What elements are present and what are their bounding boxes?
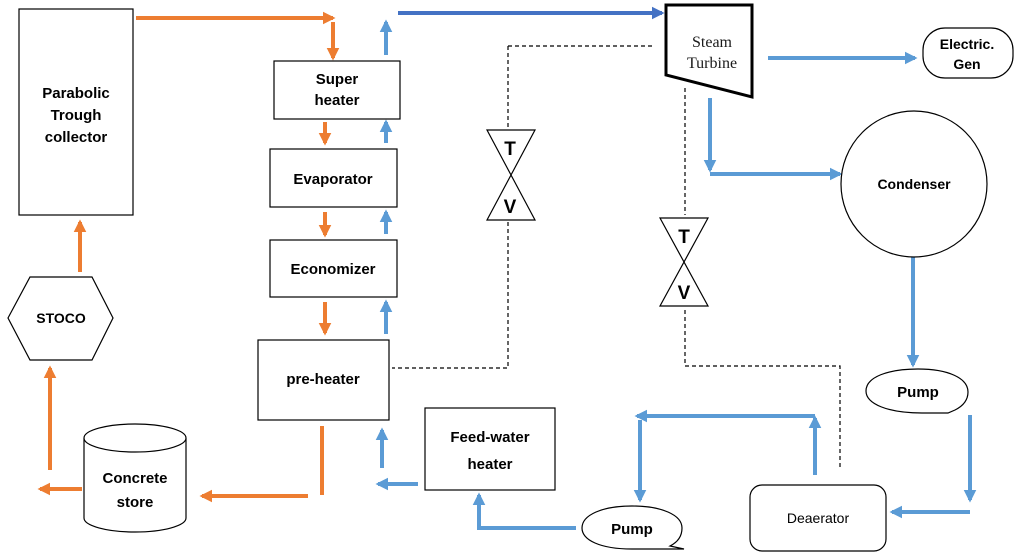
superheater-label-line1: Super	[316, 71, 359, 88]
ptc-label-line1: Parabolic	[42, 85, 110, 102]
pump-bottom-label: Pump	[611, 521, 653, 538]
concrete-store: Concrete store	[83, 423, 187, 533]
generator-label-line2: Gen	[953, 56, 980, 72]
valve1-bottom-label: V	[504, 197, 517, 218]
valve2-top-label: T	[678, 227, 690, 248]
steam-turbine: Steam Turbine	[664, 3, 754, 99]
deaerator-label: Deaerator	[787, 510, 850, 526]
throttle-valve-2: T V	[658, 217, 710, 307]
electric-generator: Electric. Gen	[922, 27, 1014, 79]
pump-bottom: Pump	[581, 505, 685, 550]
hot-fluid-lines	[37, 11, 340, 503]
evaporator: Evaporator	[269, 148, 398, 208]
concrete-store-label-line2: store	[117, 494, 154, 511]
preheater: pre-heater	[257, 339, 390, 421]
feedwater-heater: Feed-water heater	[424, 407, 556, 491]
extraction-line-2-bottom	[684, 310, 841, 470]
water-steam-lines	[375, 19, 977, 530]
ptc-label-line2: Trough	[51, 107, 102, 124]
economizer-label: Economizer	[290, 261, 375, 278]
deaerator: Deaerator	[749, 484, 887, 552]
ptc-label-line3: collector	[45, 129, 108, 146]
extraction-lines	[392, 45, 841, 470]
extraction-line-1-top	[507, 45, 654, 127]
evaporator-label: Evaporator	[293, 171, 372, 188]
feedwater-heater-label-line2: heater	[467, 456, 512, 473]
turbine-label-line2: Turbine	[687, 55, 737, 72]
feedwater-heater-label-line1: Feed-water	[450, 429, 529, 446]
economizer: Economizer	[269, 239, 398, 298]
stoco-label: STOCO	[36, 310, 86, 326]
generator-label-line1: Electric.	[940, 36, 994, 52]
pump-right: Pump	[865, 368, 969, 414]
superheater: Super heater	[273, 60, 401, 120]
turbine-label-line1: Steam	[692, 34, 733, 51]
superheater-label-line2: heater	[314, 92, 359, 109]
parabolic-trough-collector: Parabolic Trough collector	[18, 8, 134, 216]
throttle-valve-1: T V	[486, 129, 536, 221]
valve1-top-label: T	[504, 139, 516, 160]
extraction-line-1-bottom	[392, 222, 509, 369]
stoco: STOCO	[7, 276, 114, 361]
condenser: Condenser	[840, 110, 988, 258]
pump-right-label: Pump	[897, 384, 939, 401]
condenser-label: Condenser	[877, 176, 951, 192]
valve2-bottom-label: V	[678, 283, 691, 304]
preheater-label: pre-heater	[286, 371, 360, 388]
concrete-store-label-line1: Concrete	[102, 470, 167, 487]
